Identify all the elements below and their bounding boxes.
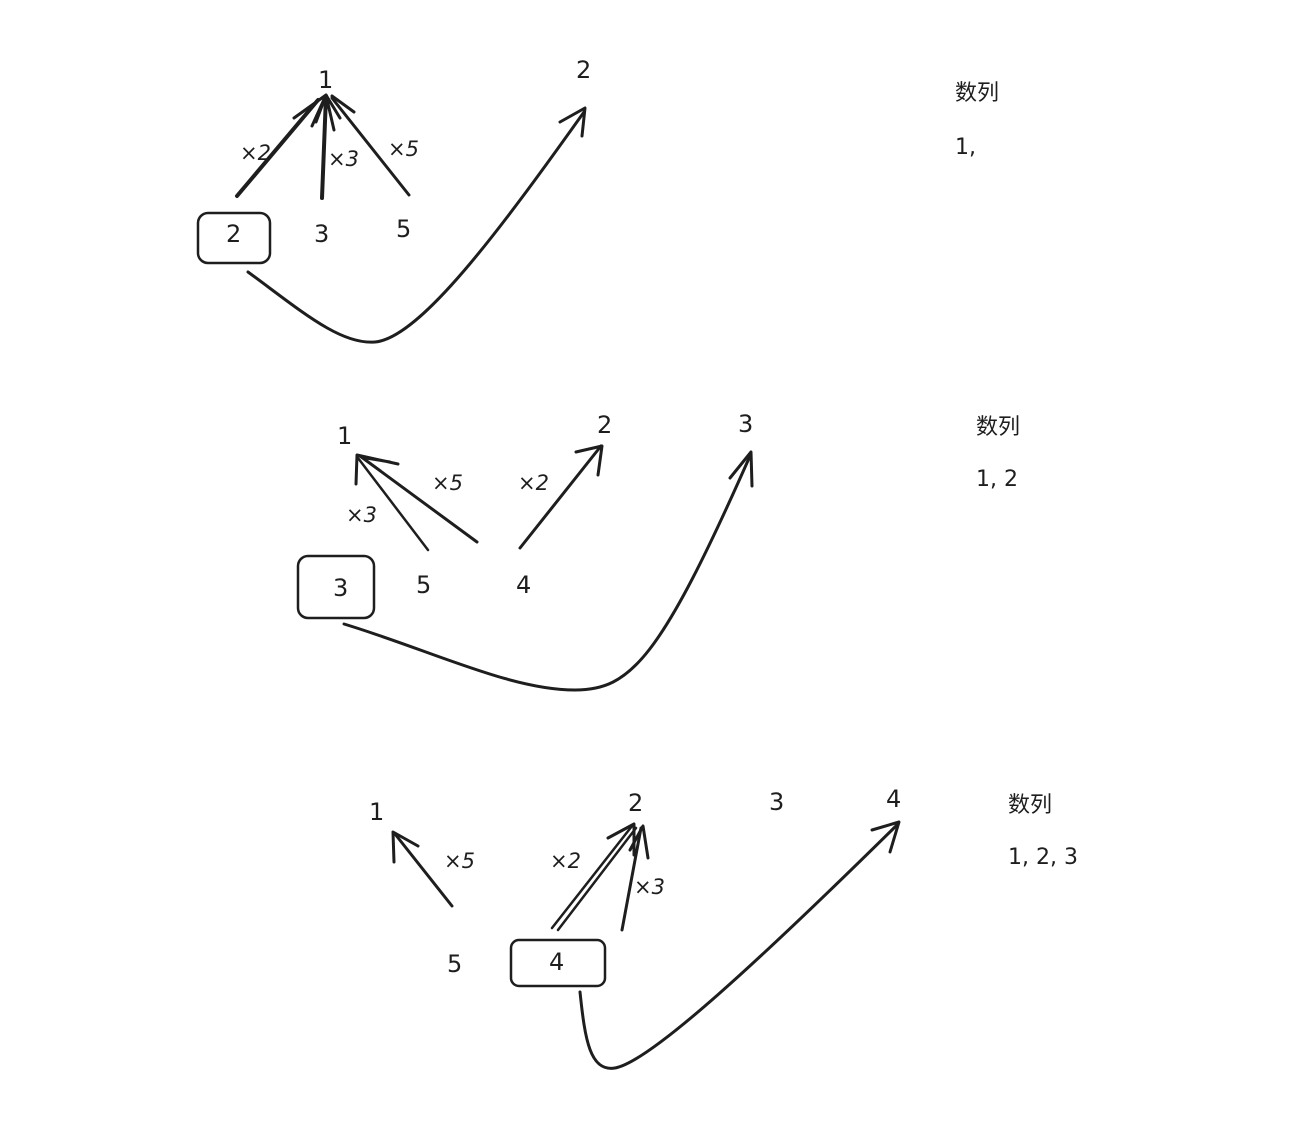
curve-arrow-step-1 bbox=[246, 110, 586, 344]
node-3-target: 3 bbox=[738, 410, 753, 438]
node-5: 5 bbox=[396, 215, 411, 243]
node-1: 1 bbox=[337, 422, 352, 450]
label-x3: ×3 bbox=[328, 147, 359, 171]
current-node-box bbox=[296, 554, 376, 620]
current-node-box bbox=[196, 211, 272, 265]
label-x2: ×2 bbox=[550, 849, 581, 873]
arrow-x3-to-1 bbox=[356, 456, 430, 552]
arrow-x3-to-2 bbox=[620, 826, 643, 932]
label-x5: ×5 bbox=[388, 137, 419, 161]
label-x3: ×3 bbox=[346, 503, 377, 527]
arrowhead-node-2 bbox=[606, 822, 650, 860]
node-2: 2 bbox=[628, 789, 643, 817]
step-2: 1 2 3 3 5 4 ×3 ×5 ×2 数列 1, 2 bbox=[296, 410, 1020, 692]
node-2: 2 bbox=[597, 411, 612, 439]
node-3: 3 bbox=[769, 788, 784, 816]
arrow-x2-to-2 bbox=[518, 444, 603, 550]
arrowhead-node-1 bbox=[292, 93, 356, 132]
sequence-title: 数列 bbox=[1008, 793, 1052, 818]
node-5: 5 bbox=[447, 950, 462, 978]
arrow-x2-to-2 bbox=[550, 824, 634, 930]
curve-arrowhead-step-1 bbox=[558, 106, 587, 138]
node-1: 1 bbox=[318, 66, 333, 94]
arrow-x5-to-1 bbox=[393, 832, 454, 908]
node-4-target: 4 bbox=[886, 785, 901, 813]
label-x2: ×2 bbox=[240, 141, 271, 165]
node-1: 1 bbox=[369, 798, 384, 826]
node-3: 3 bbox=[314, 220, 329, 248]
sequence-value: 1, bbox=[955, 135, 976, 160]
curve-arrow-step-3 bbox=[578, 822, 900, 1070]
node-4-current: 4 bbox=[549, 948, 564, 976]
sequence-title: 数列 bbox=[976, 415, 1020, 440]
node-5: 5 bbox=[416, 571, 431, 599]
step-3: 1 2 3 4 5 4 ×5 ×2 ×3 数列 1, 2, 3 bbox=[369, 785, 1078, 1070]
label-x5: ×5 bbox=[444, 849, 475, 873]
label-x5: ×5 bbox=[432, 471, 463, 495]
node-2-current: 2 bbox=[226, 220, 241, 248]
arrow-x5-to-1 bbox=[358, 454, 479, 544]
arrow-x3-to-1 bbox=[320, 94, 328, 200]
arrow-x2-to-2-double bbox=[556, 826, 638, 932]
arrow-x2-to-1 bbox=[235, 98, 320, 198]
label-x3: ×3 bbox=[634, 875, 665, 899]
step-1: 1 2 2 3 5 ×2 ×3 ×5 数列 1, bbox=[196, 56, 999, 344]
sequence-title: 数列 bbox=[955, 81, 999, 106]
arrowhead-node-1 bbox=[391, 830, 420, 864]
curve-arrowhead-step-2 bbox=[728, 450, 754, 488]
sequence-value: 1, 2 bbox=[976, 467, 1018, 492]
node-3-current: 3 bbox=[333, 574, 348, 602]
arrowhead-node-2 bbox=[574, 444, 604, 477]
arrow-x5-to-1 bbox=[330, 96, 411, 197]
sequence-value: 1, 2, 3 bbox=[1008, 845, 1078, 870]
node-2-target: 2 bbox=[576, 56, 591, 84]
arrowhead-node-1 bbox=[354, 453, 400, 486]
curve-arrow-step-2 bbox=[342, 454, 752, 692]
label-x2: ×2 bbox=[518, 471, 549, 495]
current-node-box bbox=[509, 938, 607, 988]
node-4: 4 bbox=[516, 571, 531, 599]
curve-arrowhead-step-3 bbox=[870, 820, 901, 854]
